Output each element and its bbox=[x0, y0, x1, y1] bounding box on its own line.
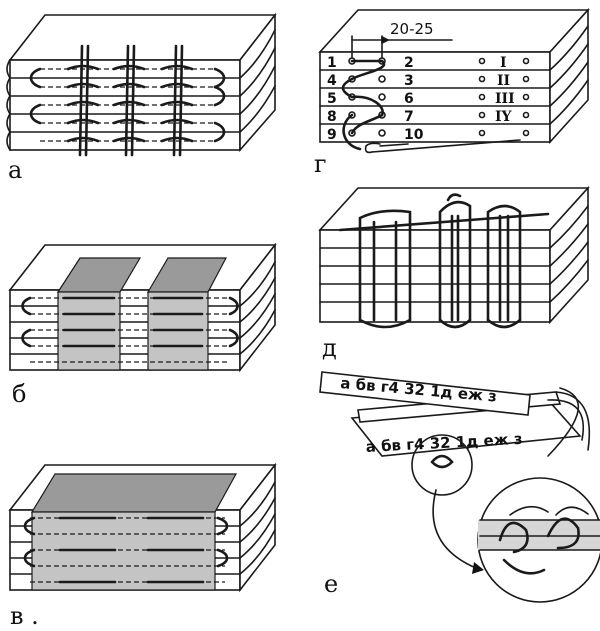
roman-2: II bbox=[497, 73, 510, 89]
panel-a-label: а bbox=[8, 156, 22, 184]
magnifier-small-circle bbox=[411, 434, 473, 496]
g-num-10: 10 bbox=[404, 127, 424, 143]
panel-g-book-block: 20-25 1 4 5 8 9 bbox=[314, 7, 590, 178]
g-num-6: 6 bbox=[404, 91, 414, 107]
g-num-4: 4 bbox=[327, 73, 337, 89]
panel-d-label: д bbox=[322, 334, 337, 362]
panel-v-book-block: в . bbox=[8, 462, 277, 630]
g-num-3: 3 bbox=[404, 73, 414, 89]
roman-1: I bbox=[500, 55, 507, 71]
dimension-label: 20-25 bbox=[390, 20, 434, 38]
panel-g-label: г bbox=[314, 150, 327, 178]
roman-4: IY bbox=[495, 109, 513, 125]
g-num-2: 2 bbox=[404, 55, 414, 71]
g-num-8: 8 bbox=[327, 109, 337, 125]
panel-b-book-block: б bbox=[8, 242, 277, 408]
g-num-9: 9 bbox=[327, 127, 337, 143]
roman-3: III bbox=[495, 91, 515, 107]
panel-e-label: е bbox=[324, 570, 338, 598]
g-num-5: 5 bbox=[327, 91, 337, 107]
panel-b-label: б bbox=[12, 380, 26, 408]
panel-d-book-block: д bbox=[318, 185, 590, 362]
panel-e-signature-marking: а бв г4 32 1д еж з а бв г4 32 1д еж з е bbox=[319, 371, 600, 603]
g-num-7: 7 bbox=[404, 109, 414, 125]
panel-v-label: в . bbox=[10, 602, 39, 630]
g-num-1: 1 bbox=[327, 55, 337, 71]
panel-a-book-block: а bbox=[6, 12, 277, 184]
